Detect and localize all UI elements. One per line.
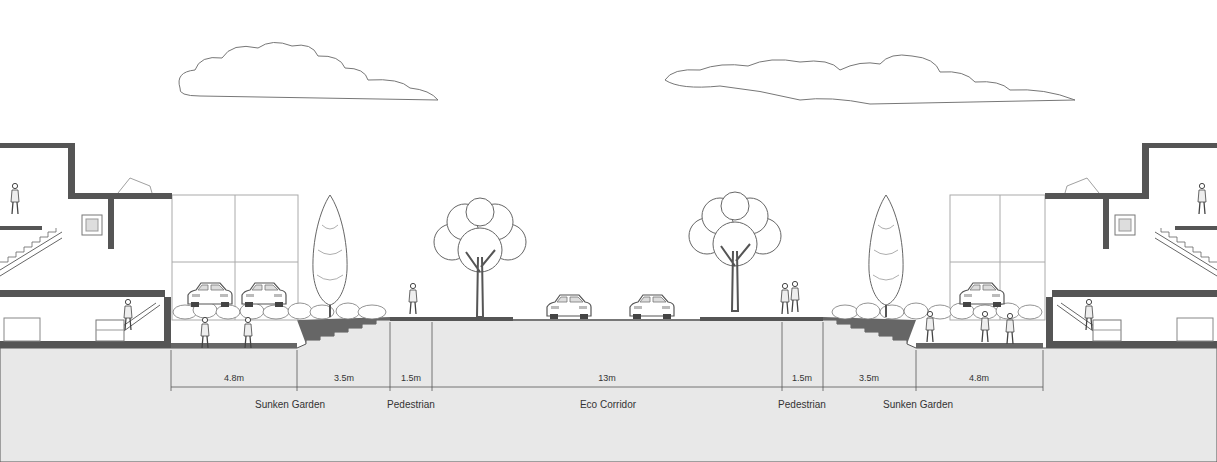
- people: [201, 281, 1014, 348]
- ground-cut: [0, 320, 1217, 462]
- dimension-line: [171, 322, 1043, 391]
- pavement: [700, 317, 823, 321]
- hedges: [173, 302, 1042, 319]
- dimension-label: 4.8m: [969, 374, 989, 384]
- stairs: [823, 317, 916, 344]
- stairs: [297, 317, 390, 344]
- pavement: [390, 317, 513, 321]
- garden-floor: [916, 343, 1043, 348]
- dimension-label: 1.5m: [401, 374, 421, 384]
- dimension-label: 4.8m: [224, 374, 244, 384]
- zone-label: Sunken Garden: [255, 399, 325, 410]
- glass-facade: [172, 195, 1045, 320]
- dimension-label: 3.5m: [859, 374, 879, 384]
- zone-label: Sunken Garden: [883, 399, 953, 410]
- zone-label: Pedestrian: [778, 399, 826, 410]
- zone-label: Pedestrian: [387, 399, 435, 410]
- clouds: [179, 42, 1075, 104]
- building: [1045, 143, 1217, 348]
- building: [0, 143, 172, 348]
- dimension-label: 1.5m: [792, 374, 812, 384]
- road-surface: [513, 319, 700, 321]
- zone-label: Eco Corridor: [580, 399, 636, 410]
- trees: [313, 192, 903, 317]
- dimension-label: 3.5m: [334, 374, 354, 384]
- garden-floor: [171, 343, 297, 348]
- dimension-label: 13m: [598, 374, 616, 384]
